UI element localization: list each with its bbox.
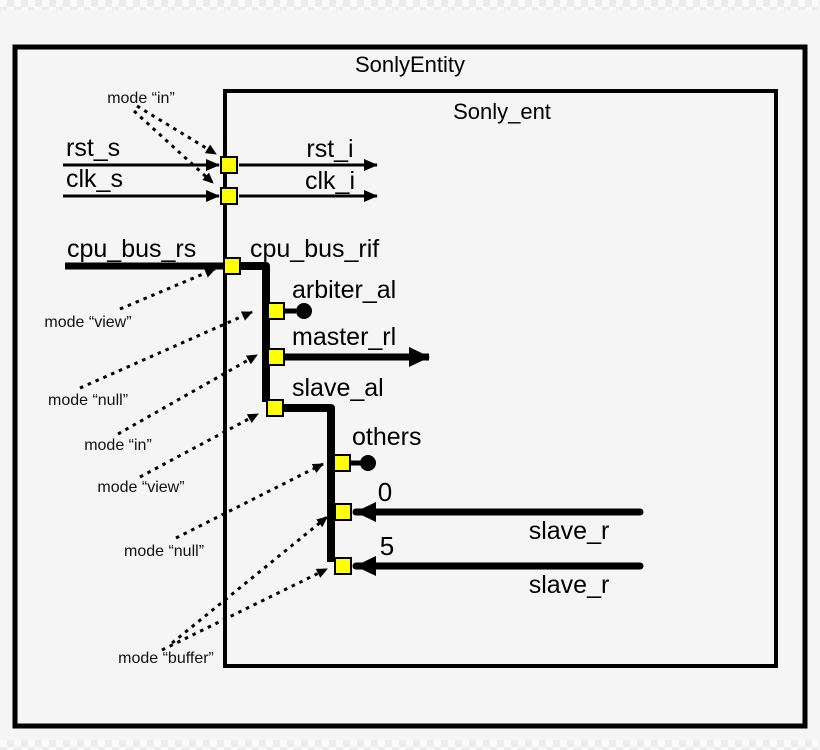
- label-index-5: 5: [380, 531, 394, 561]
- bus-slave-al: [276, 404, 335, 562]
- label-slave-r-5: slave_r: [529, 571, 610, 599]
- inner-entity-box: [223, 89, 778, 668]
- mode-arrow-null-to-arbiter: [79, 310, 253, 390]
- port-rst: [220, 156, 238, 174]
- mode-arrow-view-to-slave-al: [139, 412, 259, 479]
- outer-entity-box: [12, 44, 808, 729]
- others-terminator-dot: [360, 455, 376, 471]
- port-others: [333, 454, 351, 472]
- mode-arrow-null-to-others: [175, 462, 324, 540]
- mode-arrow-in-to-master: [117, 353, 258, 436]
- outer-entity-title: SonlyEntity: [355, 52, 465, 77]
- mode-label-in-ports: mode “in”: [107, 90, 175, 107]
- mode-arrow-view-to-cpu-bus: [119, 267, 216, 311]
- inner-entity-title: Sonly_ent: [453, 99, 551, 124]
- mode-label-in-master: mode “in”: [84, 437, 152, 454]
- label-cpu-bus-rif: cpu_bus_rif: [250, 235, 379, 263]
- mode-arrow-buffer-to-slave-5: [161, 567, 328, 652]
- port-slave-al: [266, 399, 284, 417]
- label-slave-r-0: slave_r: [529, 517, 610, 545]
- label-slave-al: slave_al: [292, 374, 384, 402]
- arbiter-terminator-dot: [296, 303, 312, 319]
- port-squares: [220, 156, 352, 575]
- port-slave-0: [334, 503, 352, 521]
- mode-label-buffer-slaves: mode “buffer”: [118, 650, 214, 667]
- label-cpu-bus-rs: cpu_bus_rs: [67, 235, 196, 263]
- mode-label-view-bus: mode “view”: [44, 314, 131, 331]
- label-index-0: 0: [378, 477, 392, 507]
- port-slave-5: [334, 557, 352, 575]
- mode-arrow-in-to-rst: [136, 104, 217, 156]
- port-arbiter: [267, 302, 285, 320]
- label-master-rl: master_rl: [292, 323, 396, 351]
- port-master: [267, 348, 285, 366]
- bus-cpu-bus-rif: [232, 262, 270, 402]
- mode-label-null-arbiter: mode “null”: [48, 392, 128, 409]
- label-clk-s: clk_s: [66, 165, 123, 193]
- port-clk: [220, 187, 238, 205]
- label-arbiter-al: arbiter_al: [292, 276, 396, 304]
- mode-arrow-in-to-clk: [132, 109, 215, 185]
- mode-label-null-others: mode “null”: [124, 543, 204, 560]
- label-clk-i: clk_i: [305, 167, 355, 195]
- label-rst-s: rst_s: [66, 134, 120, 162]
- port-cpu-bus: [223, 257, 241, 275]
- label-rst-i: rst_i: [306, 135, 353, 163]
- label-others: others: [352, 423, 421, 451]
- mode-label-view-slave: mode “view”: [97, 479, 184, 496]
